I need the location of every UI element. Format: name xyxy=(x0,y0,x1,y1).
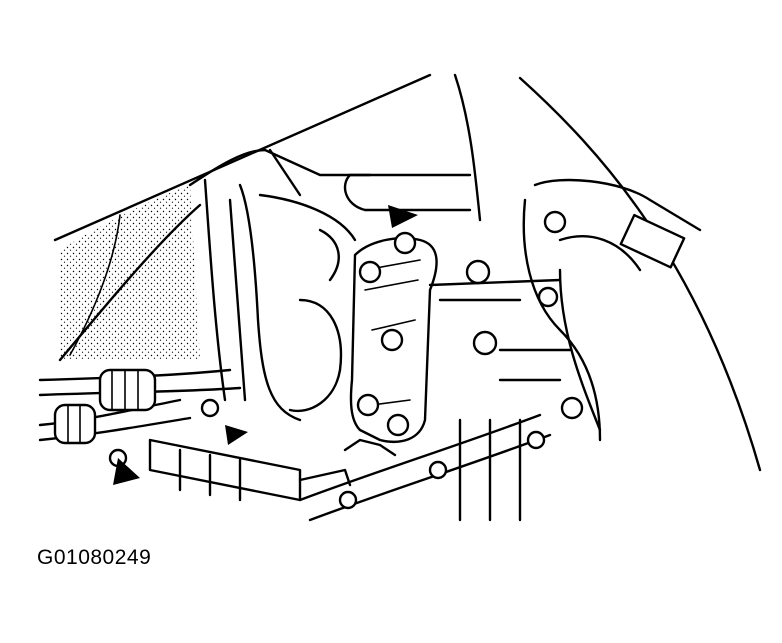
arrow-lower-left-bolt xyxy=(113,458,140,485)
figure-caption: G01080249 xyxy=(37,546,152,569)
bolt-manifold xyxy=(543,210,567,234)
hose-clamp-lower xyxy=(53,403,97,445)
bolt-lower-right xyxy=(386,413,410,437)
bolts xyxy=(108,210,584,510)
bolt-manifold-lower xyxy=(537,286,559,308)
lower-crossmember xyxy=(148,438,352,502)
bolt-pan-c xyxy=(338,490,358,510)
callout-arrows xyxy=(113,205,418,485)
bolt-stud-middle xyxy=(472,330,498,356)
bolt-housing xyxy=(200,398,220,418)
bolt-top xyxy=(393,231,417,255)
exhaust-manifold xyxy=(522,178,702,442)
cooler-lines xyxy=(38,368,242,445)
engine-block xyxy=(188,148,372,422)
bolt-pan-a xyxy=(526,430,546,450)
bolt-stud-upper xyxy=(465,259,491,285)
upper-hose xyxy=(343,173,472,212)
bolt-pan-b xyxy=(428,460,448,480)
arrow-upper-bracket-bolt xyxy=(388,205,418,228)
transmission-housing xyxy=(58,185,202,362)
bolt-pan-right xyxy=(560,396,584,420)
bolt-lower-left xyxy=(356,393,380,417)
hose-clamp-upper xyxy=(98,368,157,412)
oil-pan xyxy=(298,278,572,522)
bolt-upper-left xyxy=(358,260,382,284)
bolt-middle xyxy=(380,328,404,352)
arrow-lower-bolt xyxy=(225,425,248,445)
